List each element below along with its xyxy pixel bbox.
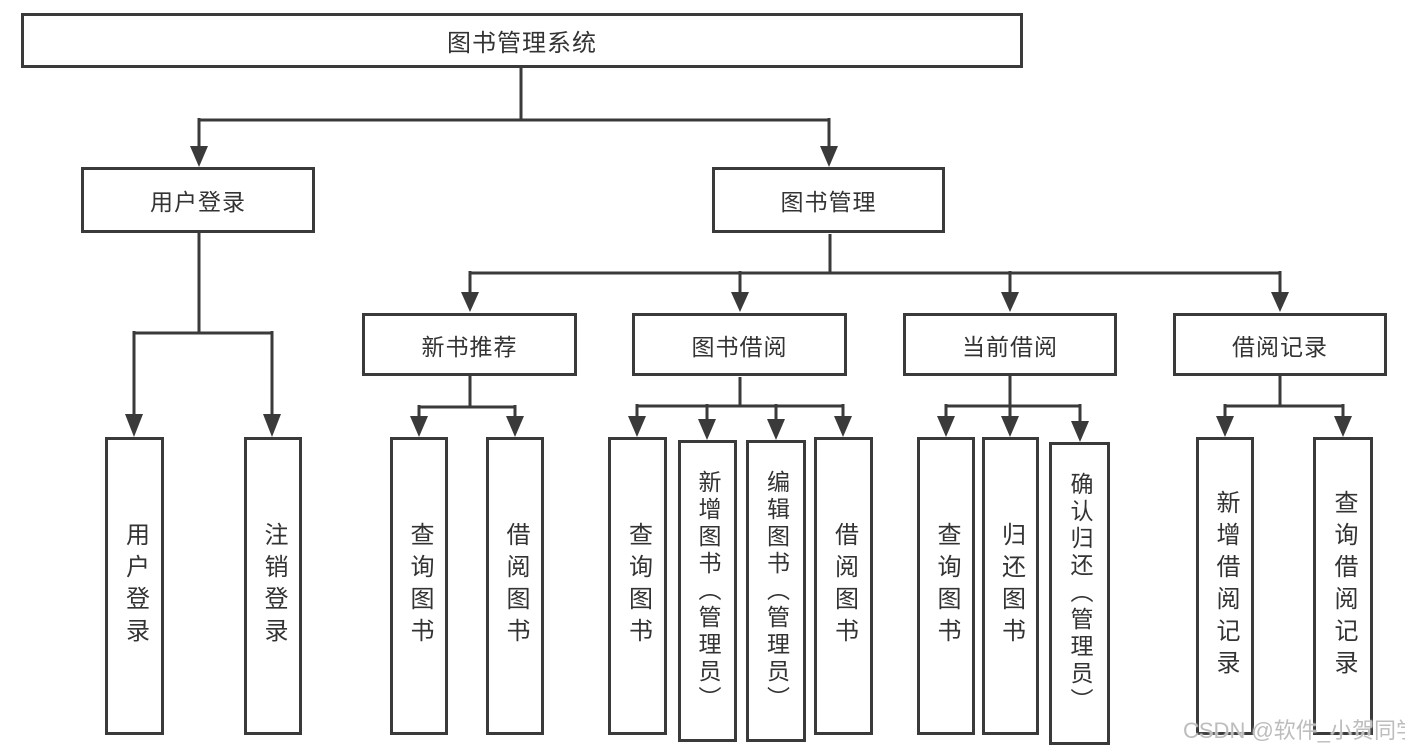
connector-book-borrow-to-leaves [628, 377, 852, 440]
node-user-login: 用户登录 [81, 167, 315, 233]
leaf-newbook-query-books-label: 查询图书 [406, 522, 433, 650]
leaf-user-login: 用户登录 [105, 437, 164, 735]
leaf-borrow-query-books-label: 查询图书 [624, 522, 652, 650]
node-borrow-records: 借阅记录 [1173, 313, 1387, 376]
node-book-management-label: 图书管理 [780, 189, 877, 215]
leaf-current-query-books-label: 查询图书 [933, 522, 960, 650]
node-book-borrow-label: 图书借阅 [691, 333, 788, 360]
watermark-text: CSDN @软件_小贺同学 [1183, 718, 1405, 743]
node-new-book-recommend-label: 新书推荐 [421, 333, 518, 360]
connector-current-borrow-to-leaves [937, 376, 1089, 442]
node-current-borrow: 当前借阅 [903, 313, 1117, 376]
leaf-return-books: 归还图书 [982, 437, 1039, 735]
leaf-add-books-admin-label: 新增图书（管理员） [695, 469, 721, 713]
leaf-edit-books-admin-label: 编辑图书（管理员） [763, 469, 790, 713]
leaf-return-books-label: 归还图书 [997, 522, 1025, 650]
node-new-book-recommend: 新书推荐 [362, 313, 577, 376]
leaf-borrow-borrow-books-label: 借阅图书 [830, 522, 858, 650]
node-current-borrow-label: 当前借阅 [962, 333, 1058, 360]
leaf-logout: 注销登录 [244, 437, 302, 735]
leaf-newbook-borrow-books: 借阅图书 [486, 437, 544, 735]
leaf-query-borrow-record-label: 查询借阅记录 [1330, 490, 1357, 682]
leaf-add-borrow-record-label: 新增借阅记录 [1212, 490, 1239, 682]
node-user-login-label: 用户登录 [150, 189, 246, 215]
leaf-newbook-borrow-books-label: 借阅图书 [502, 522, 529, 650]
leaf-edit-books-admin: 编辑图书（管理员） [746, 440, 806, 742]
leaf-query-borrow-record: 查询借阅记录 [1313, 437, 1373, 735]
node-borrow-records-label: 借阅记录 [1232, 333, 1328, 360]
leaf-user-login-label: 用户登录 [121, 522, 149, 650]
leaf-current-query-books: 查询图书 [917, 437, 975, 735]
node-root: 图书管理系统 [21, 13, 1023, 68]
connector-new-book-to-leaves [410, 376, 524, 437]
leaf-add-books-admin: 新增图书（管理员） [678, 440, 737, 742]
leaf-borrow-borrow-books: 借阅图书 [814, 437, 873, 735]
connector-user-login-to-leaves [125, 232, 281, 437]
node-book-borrow: 图书借阅 [632, 313, 847, 376]
leaf-newbook-query-books: 查询图书 [390, 437, 448, 735]
leaf-add-borrow-record: 新增借阅记录 [1196, 437, 1254, 735]
leaf-logout-label: 注销登录 [260, 522, 287, 650]
node-root-label: 图书管理系统 [447, 30, 597, 57]
connector-borrow-records-to-leaves [1216, 376, 1352, 437]
leaf-confirm-return-admin-label: 确认归还（管理员） [1067, 472, 1093, 715]
leaf-confirm-return-admin: 确认归还（管理员） [1049, 442, 1110, 745]
connector-book-management-to-level3 [461, 234, 1289, 312]
node-book-management: 图书管理 [712, 167, 945, 233]
leaf-borrow-query-books: 查询图书 [608, 437, 667, 735]
connector-root-to-level2 [190, 68, 838, 167]
